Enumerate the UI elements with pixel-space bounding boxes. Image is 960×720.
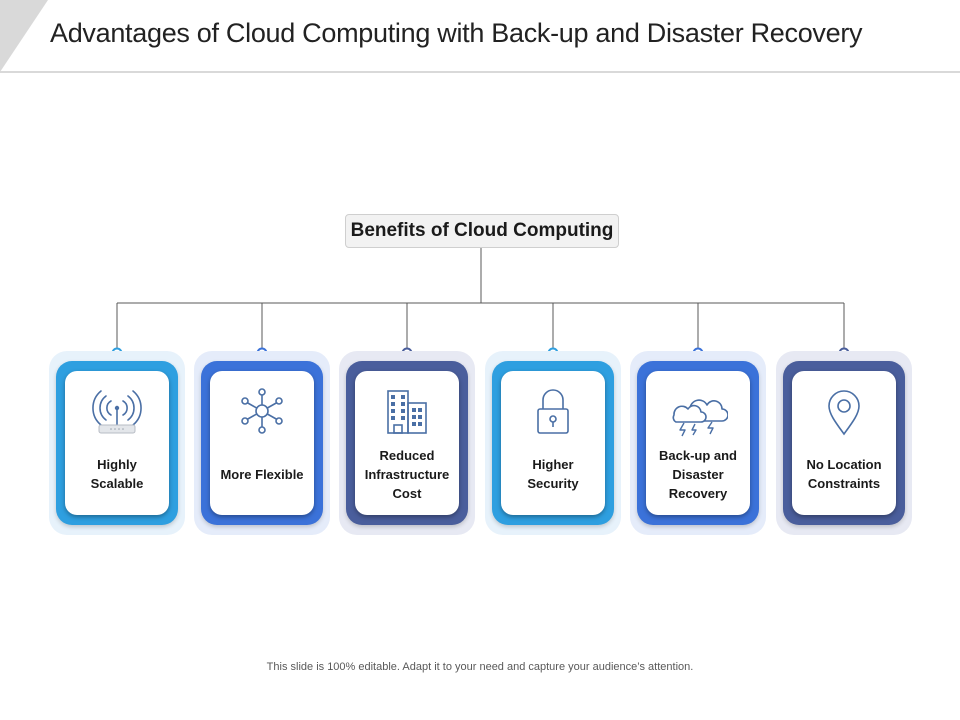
root-node: Benefits of Cloud Computing (345, 214, 619, 248)
benefit-card: Reduced Infrastructure Cost (339, 351, 475, 535)
benefit-card: Highly Scalable (49, 351, 185, 535)
network-hub-icon (241, 388, 283, 434)
card-frame: Higher Security (492, 361, 614, 525)
title-divider (0, 71, 960, 73)
title-bar: Advantages of Cloud Computing with Back-… (0, 0, 960, 73)
card-frame: Reduced Infrastructure Cost (346, 361, 468, 525)
padlock-icon (537, 389, 569, 434)
card-label: No Location Constraints (806, 457, 882, 491)
page-title: Advantages of Cloud Computing with Back-… (50, 18, 863, 48)
card-frame: Highly Scalable (56, 361, 178, 525)
card-panel: Highly Scalable (65, 371, 169, 515)
card-frame: More Flexible (201, 361, 323, 525)
card-panel: No Location Constraints (792, 371, 896, 515)
card-label: Higher Security (527, 457, 579, 491)
office-buildings-icon (387, 390, 427, 434)
card-label: Highly Scalable (90, 457, 144, 491)
location-pin-icon (828, 390, 860, 436)
footer-note: This slide is 100% editable. Adapt it to… (266, 661, 694, 673)
card-panel: Reduced Infrastructure Cost (355, 371, 459, 515)
card-panel: More Flexible (210, 371, 314, 515)
benefit-card: No Location Constraints (776, 351, 912, 535)
benefit-card: Higher Security (485, 351, 621, 535)
card-panel: Higher Security (501, 371, 605, 515)
benefit-card: More Flexible (194, 351, 330, 535)
card-label: More Flexible (220, 466, 304, 482)
card-frame: Back-up and Disaster Recovery (637, 361, 759, 525)
benefit-card: Back-up and Disaster Recovery (630, 351, 766, 535)
card-frame: No Location Constraints (783, 361, 905, 525)
card-label: Back-up and Disaster Recovery (658, 447, 737, 501)
storm-cloud-icon (672, 399, 728, 437)
card-panel: Back-up and Disaster Recovery (646, 371, 750, 515)
title-accent-tab (0, 0, 48, 72)
card-label: Reduced Infrastructure Cost (364, 447, 450, 501)
wifi-router-icon (92, 390, 142, 434)
